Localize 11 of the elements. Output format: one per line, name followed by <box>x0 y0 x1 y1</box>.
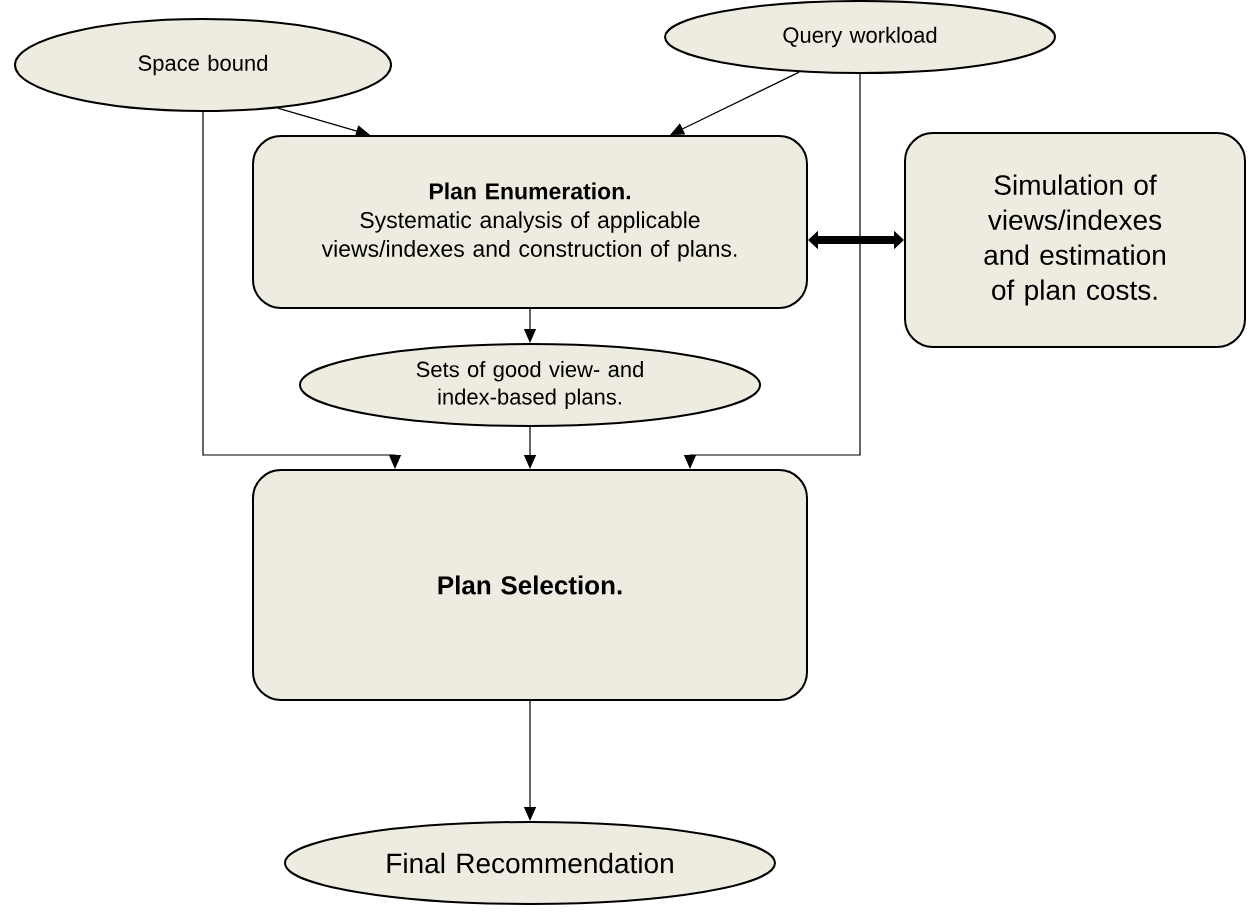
process-box: Plan Enumeration. Systematic analysis of applicable views/indexes and construction of plans. <box>252 135 808 309</box>
arrow <box>277 107 370 137</box>
arrow <box>202 111 402 469</box>
arrow <box>808 230 904 250</box>
oval-node: Sets of good view- and index-based plans. <box>299 343 761 427</box>
oval-node: Final Recommendation <box>284 821 776 905</box>
process-box: Simulation of views/indexes and estimation of plan costs. <box>904 132 1246 348</box>
process-box: Plan Selection. <box>252 469 808 701</box>
arrow <box>670 71 800 135</box>
oval-node: Query workload <box>664 0 1056 74</box>
oval-node: Space bound <box>14 18 392 112</box>
